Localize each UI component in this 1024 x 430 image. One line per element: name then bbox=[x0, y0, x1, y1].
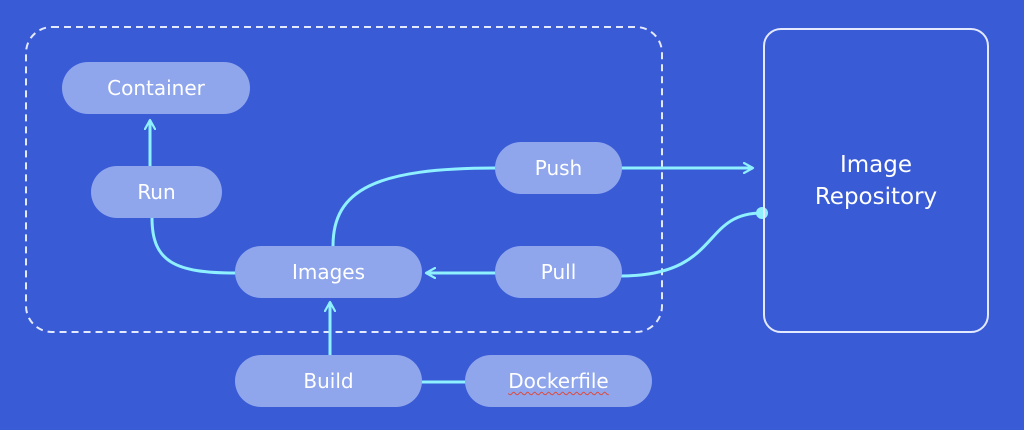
repository-to-pull-connector bbox=[619, 211, 763, 278]
image-repository-box: Image Repository bbox=[763, 28, 989, 333]
repository-title-line1: Image bbox=[839, 151, 913, 178]
images-label: Images bbox=[291, 260, 366, 284]
pull-node: Pull bbox=[495, 246, 622, 298]
build-label: Build bbox=[303, 369, 354, 393]
images-to-run-connector bbox=[150, 217, 237, 275]
dockerfile-node: Dockerfile bbox=[465, 355, 652, 407]
pull-label: Pull bbox=[540, 260, 577, 284]
repository-connection-dot bbox=[756, 207, 768, 219]
container-label: Container bbox=[107, 76, 205, 100]
push-label: Push bbox=[534, 156, 583, 180]
local-host-boundary bbox=[25, 26, 663, 333]
push-node: Push bbox=[495, 142, 622, 194]
build-node: Build bbox=[235, 355, 422, 407]
container-node: Container bbox=[62, 62, 250, 114]
dockerfile-label: Dockerfile bbox=[508, 369, 609, 393]
repository-title-line2: Repository bbox=[814, 183, 938, 210]
run-label: Run bbox=[137, 180, 176, 204]
images-node: Images bbox=[235, 246, 422, 298]
images-to-push-connector bbox=[331, 166, 497, 247]
run-node: Run bbox=[91, 166, 222, 218]
